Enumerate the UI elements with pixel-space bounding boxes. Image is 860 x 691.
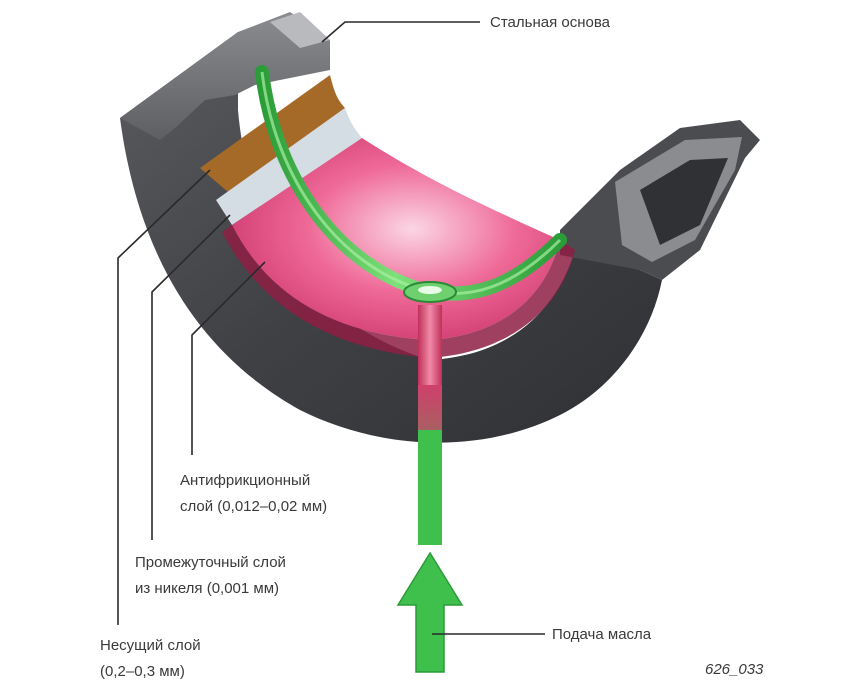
- label-antifriction-line1: Антифрикционный: [180, 472, 311, 489]
- label-intermediate-line2: из никеля (0,001 мм): [135, 580, 280, 597]
- callout-line-carrier: [117, 169, 211, 625]
- oil-supply-pipe-upper: [418, 305, 442, 385]
- label-antifriction-line2: слой (0,012–0,02 мм): [180, 498, 328, 515]
- oil-hole-glint: [418, 286, 442, 294]
- figure-reference: 626_033: [705, 661, 764, 678]
- steel-shell-top-face: [120, 12, 330, 140]
- right-end-recess: [640, 158, 728, 245]
- label-intermediate-line1: Промежуточный слой: [135, 554, 286, 571]
- locking-lug: [270, 12, 330, 48]
- callout-line-antifriction: [191, 261, 266, 455]
- oil-supply-arrow: [396, 551, 464, 673]
- label-steel-base: Стальная основа: [490, 14, 610, 31]
- label-carrier-line2: (0,2–0,3 мм): [100, 663, 185, 680]
- label-oil-supply: Подача масла: [552, 626, 652, 643]
- callout-line-steel-base: [321, 21, 480, 43]
- oil-supply-pipe-green: [418, 430, 442, 545]
- oil-groove-highlight: [260, 71, 562, 296]
- callout-line-nickel: [151, 214, 231, 540]
- label-carrier-line1: Несущий слой: [100, 637, 201, 654]
- steel-shell-outer: [120, 32, 662, 443]
